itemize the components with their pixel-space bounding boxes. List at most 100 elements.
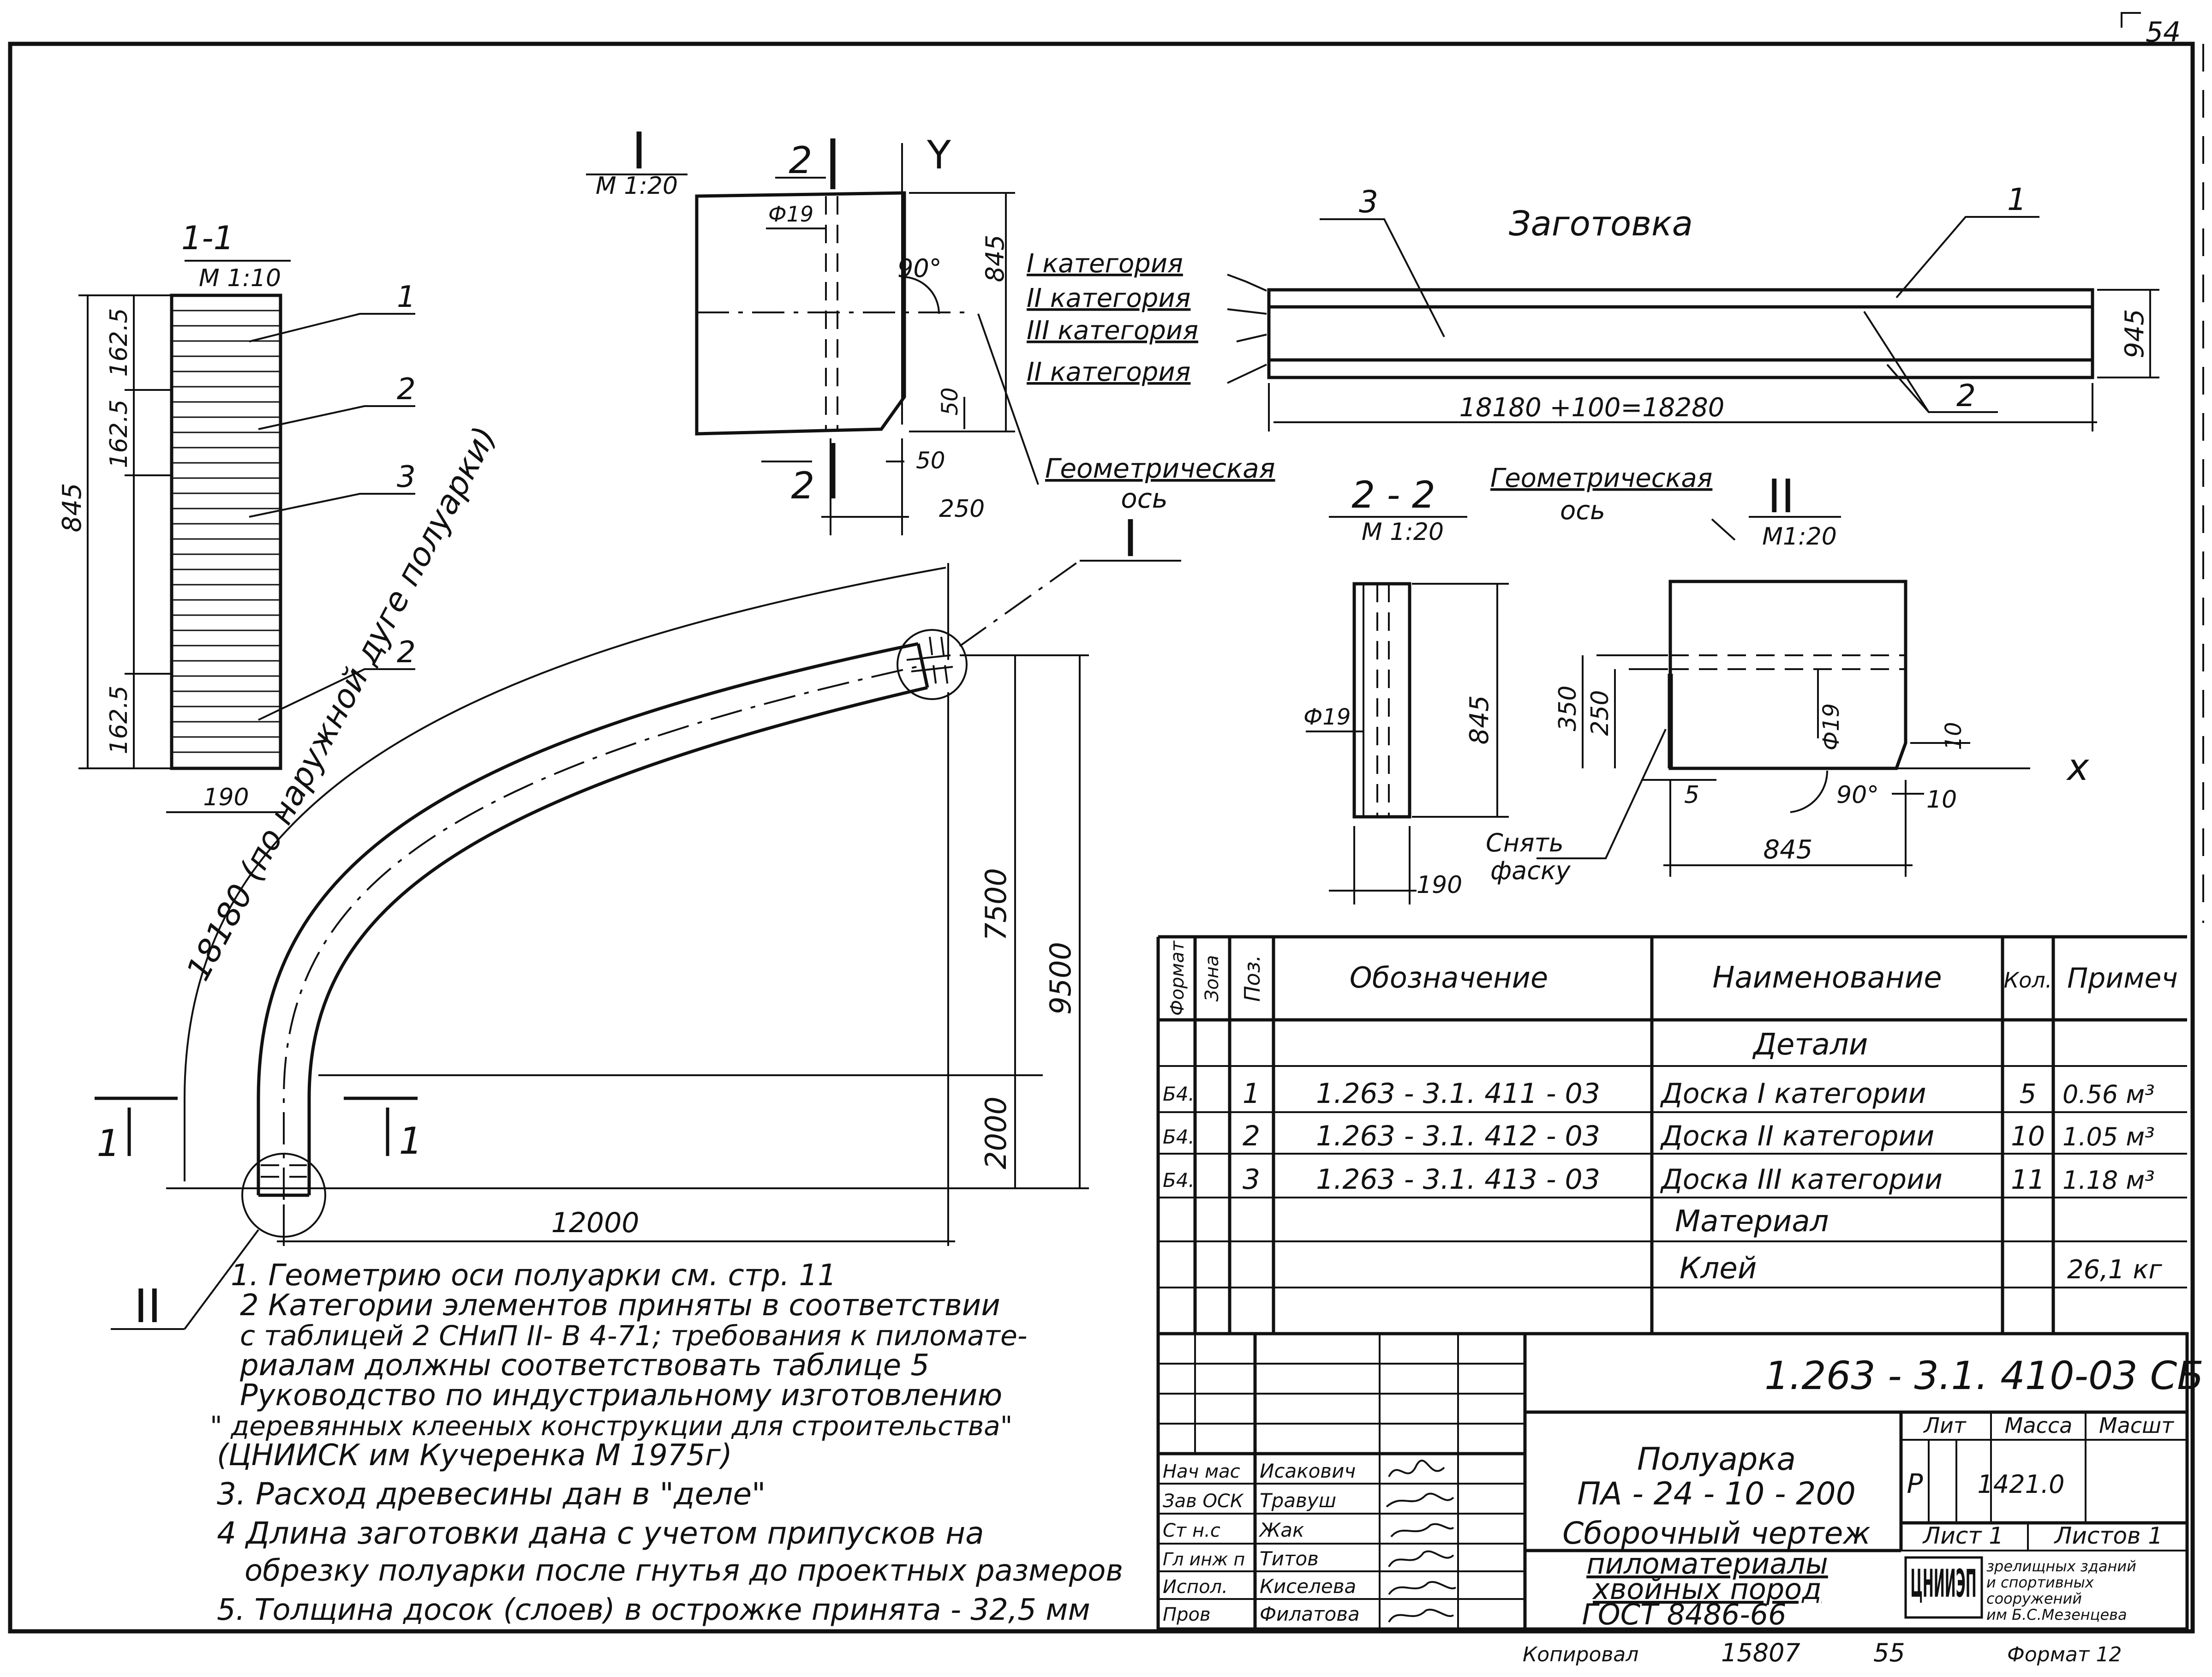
blank-title: Заготовка [1509,204,1693,244]
note-line-3: с таблицей 2 СНиП II- В 4-71; требования… [240,1320,1028,1352]
tb-org-1: зрелищных зданий [1986,1557,2136,1575]
arch-geometric-axis [283,665,923,1200]
half-arch-view: 18180 (по наружной дуге полуарки) 12000 … [95,420,1181,1333]
detail-I: I М 1:20 2 Y Ф19 90° 845 50 50 250 2 Гео… [586,121,1275,535]
spec-header-note: Примеч [2067,962,2178,994]
detail-I-callout-circle [897,629,968,700]
detail-I-axis-y-label: Y [927,132,951,178]
detail-I-chamfer-1: 50 [937,387,963,415]
arch-bottom-bolt-marks [261,1164,307,1178]
arch-rise-upper: 7500 [979,868,1013,941]
detail-I-marker-leader [959,560,1081,647]
note-line-9: 4 Длина заготовки дана с учетом припуско… [217,1515,984,1551]
tb-org-2: и спортивных [1986,1574,2094,1591]
section-2-2: 2 - 2 М 1:20 Геометрическая ось Ф19 845 … [1303,463,1712,904]
spec-row-2-format: Б4. [1163,1126,1195,1148]
note-line-8: 3. Расход древесины дан в "деле" [217,1476,765,1512]
spec-row-3-pos: 3 [1243,1163,1260,1196]
arch-rise-lower: 2000 [979,1096,1013,1169]
tb-scale-label: Масшт [2099,1413,2174,1438]
blank-cat-2b: II категория [1027,357,1190,387]
blank-leader-2 [1863,311,1998,413]
spec-header-format: Формат [1167,940,1188,1016]
footer-copied: Копировал [1523,1643,1638,1666]
section-1-1-scale: М 1:10 [199,264,281,292]
spec-header-designation: Обозначение [1350,961,1548,994]
arch-rise-total: 9500 [1044,942,1077,1015]
footer-order: 15807 [1721,1638,1800,1667]
detail-II-angle: 90° [1836,781,1879,809]
arch-outer-edge [257,642,919,1195]
section-2-2-outline [1352,582,1411,819]
tb-sign-role-4: Гл инж п [1163,1549,1245,1569]
tb-sign-name-4: Титов [1260,1547,1319,1570]
arch-top-end [916,643,929,688]
section-2-2-geometric-axis: Геометрическая [1490,463,1712,493]
spec-row-1-qty: 5 [2020,1078,2037,1109]
blank-leader-1 [1895,216,2039,299]
detail-II-chamfer-note: Снять [1486,828,1564,857]
detail-I-scale: М 1:20 [596,172,678,200]
arch-length-label: 18180 (по наружной дуге полуарки) [179,420,504,987]
blank-callout-2: 2 [1956,378,1976,413]
tb-org-4: им Б.С.Мезенцева [1986,1606,2127,1623]
blank-cat-2b-leader [1227,364,1267,384]
footer-format: Формат 12 [2007,1643,2122,1666]
footer-page: 55 [1873,1638,1905,1667]
spec-header-name: Наименование [1712,961,1942,995]
tb-sheets: Листов 1 [2054,1522,2163,1549]
tb-sign-role-3: Ст н.с [1163,1520,1220,1541]
title-block-frame [1156,1332,2189,1631]
detail-II-axis-leader [1711,518,1736,541]
page-number-corner [2121,12,2141,28]
spec-row-1-note: 0.56 м³ [2063,1080,2155,1109]
detail-I-outline [695,191,906,436]
spec-row-3-note: 1.18 м³ [2063,1166,2155,1195]
detail-I-angle: 90° [897,254,942,283]
spec-row-1-name: Доска I категории [1660,1078,1926,1110]
title-block: 1.263 - 3.1. 410-03 СБ Полуарка ПА - 24 … [1156,1332,2204,1631]
arch-length-dim-arc [184,567,946,1181]
section-1-1-leader-4 [258,668,415,721]
detail-II-chamfer-note-2: фаску [1490,856,1571,885]
spec-row-1-pos: 1 [1243,1078,1260,1110]
tb-sign-role-2: Зав ОСК [1163,1491,1244,1512]
detail-I-geometric-axis-leader [977,313,1039,485]
section-1-1-height: 845 [57,483,87,533]
spec-glue-note: 26,1 кг [2067,1255,2162,1285]
section-1-1-leader-3 [249,493,415,518]
spec-header-qty: Кол. [2004,968,2052,993]
spec-header-pos: Поз. [1240,955,1265,1002]
arch-span: 12000 [551,1207,640,1239]
cut-1-1-left-label: 1 [97,1122,120,1165]
blank-cat-3-leader [1236,334,1267,342]
note-line-7: (ЦНИИСК им Кучеренка М 1975г) [217,1438,732,1473]
spec-section-material: Материал [1675,1204,1829,1239]
detail-I-chamfer-2: 50 [916,447,945,474]
tb-org-3: сооружений [1986,1590,2082,1607]
section-2-2-diameter: Ф19 [1303,704,1351,730]
note-line-2: 2 Категории элементов приняты в соответс… [240,1288,1000,1323]
detail-I-cut-top: 2 [789,139,813,182]
detail-I-geometric-axis-label: Геометрическая [1045,453,1275,484]
blank-cat-1: I категория [1027,249,1183,279]
tb-mass: 1421.0 [1978,1470,2065,1499]
detail-II-dim-10a: 10 [1941,722,1967,750]
note-line-10: обрезку полуарки после гнутья до проектн… [245,1554,1123,1588]
tb-designation: 1.263 - 3.1. 410-03 СБ [1764,1353,2204,1398]
section-1-1: 1-1 М 1:10 162.5 162.5 1 [57,219,416,813]
spec-header-zone: Зона [1202,955,1223,1002]
section-2-2-title: 2 - 2 [1351,473,1435,516]
handwritten-signatures [1386,1460,1457,1623]
detail-II-outline [1668,580,1907,770]
blank-length: 18180 +100=18280 [1459,393,1725,423]
arch-top-bolt-marks [906,636,953,690]
section-1-1-dim-top: 162.5 [105,308,133,377]
tb-lit-label: Лит [1923,1413,1966,1438]
spec-row-2-pos: 2 [1243,1120,1260,1152]
detail-II-dim-350-label: 350 [1554,685,1582,731]
blank-callout-3: 3 [1359,184,1378,220]
detail-II-marker-leader [184,1229,259,1330]
tb-sheet: Лист 1 [1922,1522,2003,1549]
